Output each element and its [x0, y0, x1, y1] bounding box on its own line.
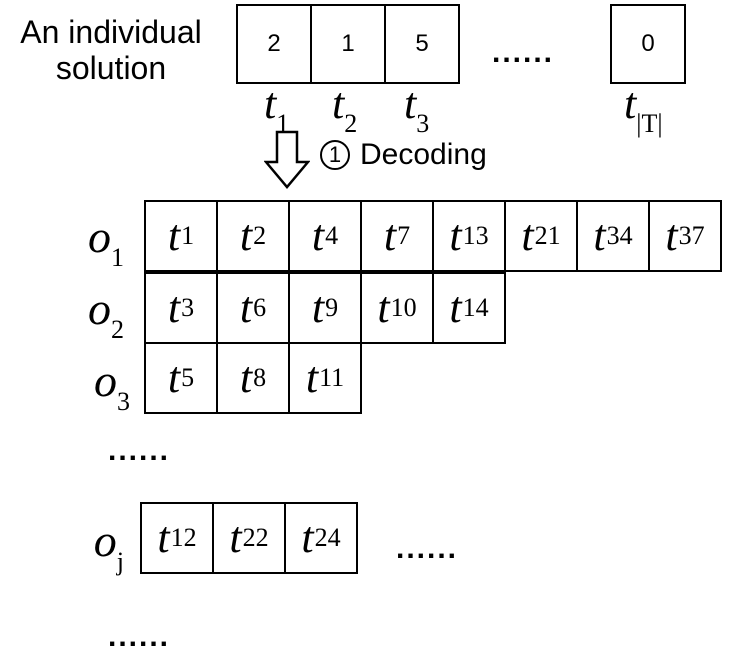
task-symbol: t: [521, 211, 534, 260]
step-number-badge: 1: [320, 140, 350, 170]
task-index: 8: [253, 363, 267, 392]
gene-label: t|T|: [624, 79, 663, 138]
task-index: 12: [170, 523, 197, 552]
bottom-ellipsis: ......: [108, 620, 171, 653]
task-symbol: t: [157, 513, 170, 562]
task-index: 2: [253, 221, 267, 250]
task-index: 13: [462, 221, 489, 250]
task-symbol: t: [377, 283, 390, 332]
task-index: 24: [314, 523, 341, 552]
task-index: 10: [390, 293, 417, 322]
row-label: oj: [93, 515, 124, 576]
row-label: o3: [94, 355, 130, 416]
task-index: 34: [606, 221, 633, 250]
task-symbol: t: [239, 211, 253, 260]
gene-value: 5: [415, 30, 429, 57]
gene-value: 0: [641, 30, 655, 57]
gene-value: 1: [341, 30, 355, 57]
task-index: 5: [181, 363, 195, 392]
task-symbol: t: [167, 283, 181, 332]
task-symbol: t: [229, 513, 242, 562]
gene-cell: 1: [310, 4, 386, 84]
gene-cell: 5: [384, 4, 460, 84]
task-symbol: t: [239, 353, 253, 402]
gene-ellipsis: ......: [492, 36, 555, 69]
task-symbol: t: [167, 211, 181, 260]
task-symbol: t: [593, 211, 606, 260]
task-index: 11: [319, 363, 345, 392]
individual-solution-label: An individual solution: [20, 14, 202, 86]
gene-label: t1: [264, 79, 290, 138]
task-index: 7: [397, 221, 411, 250]
task-symbol: t: [311, 211, 325, 260]
task-symbol: t: [301, 513, 314, 562]
task-symbol: t: [383, 211, 397, 260]
row-label: o2: [88, 283, 124, 344]
gene-label: t3: [404, 79, 430, 138]
down-arrow-icon: [264, 130, 310, 189]
task-symbol: t: [665, 211, 678, 260]
last-gene-cell: 0: [610, 4, 686, 84]
decoding-step: 1 Decoding: [320, 138, 487, 172]
task-index: 21: [534, 221, 561, 250]
task-symbol: t: [167, 353, 181, 402]
row-label: o1: [88, 211, 124, 272]
gene-value: 2: [267, 30, 281, 57]
task-index: 1: [181, 221, 195, 250]
task-index: 6: [253, 293, 267, 322]
task-index: 14: [462, 293, 489, 322]
task-index: 3: [181, 293, 195, 322]
task-symbol: t: [449, 283, 462, 332]
decoding-label: Decoding: [360, 138, 487, 171]
gene-label: t2: [332, 79, 358, 138]
task-index: 4: [325, 221, 339, 250]
task-index: 22: [242, 523, 269, 552]
task-ellipsis: ......: [396, 532, 459, 565]
task-symbol: t: [449, 211, 462, 260]
task-index: 9: [325, 293, 339, 322]
gene-cell: 2: [236, 4, 312, 84]
row-ellipsis: ......: [108, 434, 171, 467]
task-symbol: t: [305, 353, 319, 402]
task-symbol: t: [311, 283, 325, 332]
task-index: 37: [678, 221, 705, 250]
task-symbol: t: [239, 283, 253, 332]
